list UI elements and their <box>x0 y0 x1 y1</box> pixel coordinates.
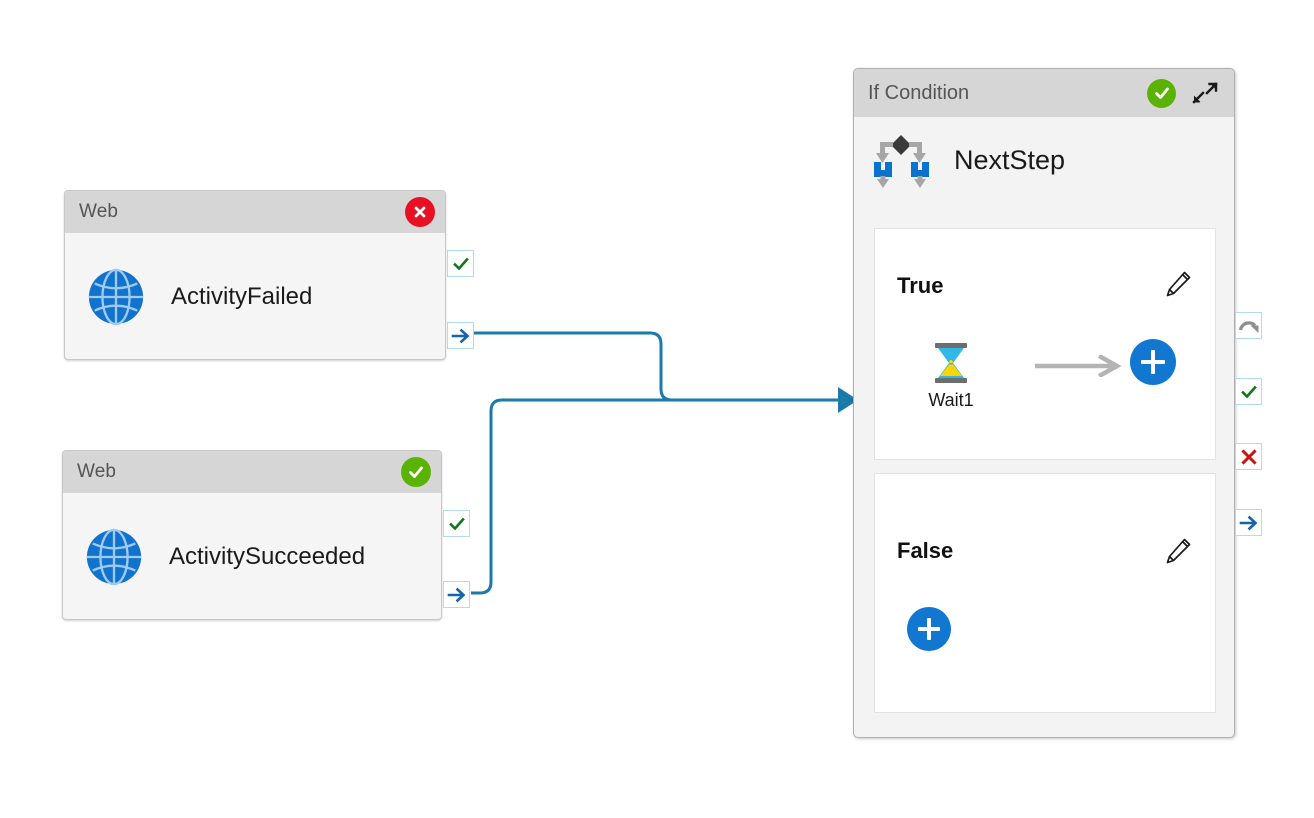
add-activity-button-false[interactable] <box>907 607 951 651</box>
connector-failed-to-ifcondition <box>473 331 838 402</box>
activity-card-activitysucceeded[interactable]: Web Activit <box>62 450 470 620</box>
globe-icon <box>83 526 145 588</box>
scope-header: If Condition <box>854 69 1234 117</box>
branch-icon <box>870 132 932 188</box>
card-header: Web <box>65 191 445 233</box>
card-body: ActivityFailed <box>65 233 445 360</box>
card-header: Web <box>63 451 441 493</box>
branch-label: True <box>897 273 944 298</box>
activity-node-wait1[interactable]: Wait1 <box>927 339 975 411</box>
add-activity-button-true[interactable] <box>1130 339 1176 385</box>
connector-succeeded-to-ifcondition <box>471 398 838 595</box>
scope-title: If Condition <box>868 81 970 104</box>
activity-card-activityfailed[interactable]: Web Activit <box>64 190 474 360</box>
card-title: Web <box>77 461 117 482</box>
if-condition-scope[interactable]: If Condition <box>853 68 1262 738</box>
arrow-right-icon <box>1034 353 1125 382</box>
hourglass-icon <box>927 339 975 387</box>
card-body: ActivitySucceeded <box>63 493 441 620</box>
card-title: Web <box>79 201 119 222</box>
node-label: Wait1 <box>928 390 974 410</box>
success-connector-badge[interactable] <box>1235 378 1262 405</box>
next-connector-badge[interactable] <box>1235 509 1262 536</box>
next-connector-badge[interactable] <box>443 581 470 608</box>
card-label: ActivitySucceeded <box>169 542 366 570</box>
pencil-icon[interactable] <box>1163 536 1193 566</box>
pencil-icon[interactable] <box>1163 269 1193 299</box>
failure-connector-badge[interactable] <box>1235 443 1262 470</box>
branch-false[interactable]: False <box>874 473 1216 713</box>
next-connector-badge[interactable] <box>447 322 474 349</box>
success-circle-icon <box>401 457 431 487</box>
globe-icon <box>85 266 147 328</box>
branch-true[interactable]: True <box>874 228 1216 460</box>
branch-label: False <box>897 538 954 563</box>
success-connector-badge[interactable] <box>447 250 474 277</box>
scope-subhead: NextStep <box>854 117 1234 203</box>
error-circle-icon <box>405 197 435 227</box>
success-circle-icon <box>1147 78 1176 108</box>
collapse-diagonal-icon[interactable] <box>1190 78 1220 108</box>
retry-connector-badge[interactable] <box>1235 312 1262 339</box>
scope-subhead-label: NextStep <box>954 144 1066 175</box>
card-label: ActivityFailed <box>171 282 313 310</box>
success-connector-badge[interactable] <box>443 510 470 537</box>
